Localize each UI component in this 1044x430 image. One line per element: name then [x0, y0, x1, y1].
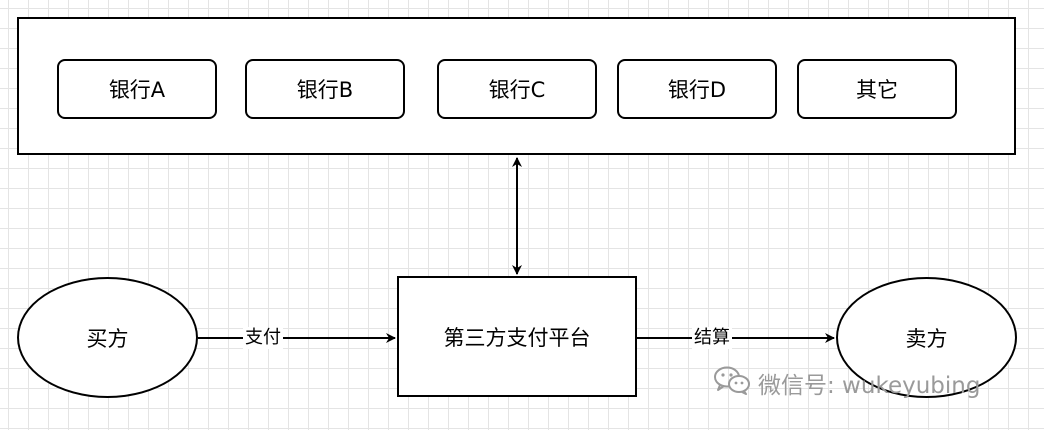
buyer-node: 买方: [17, 277, 198, 398]
buyer-label: 买方: [86, 326, 129, 351]
bank-c-node: 银行C: [437, 59, 597, 119]
bank-other-label: 其它: [856, 78, 898, 102]
watermark-text: 微信号: wukeyubing: [758, 373, 981, 399]
settle-edge-label: 结算: [692, 327, 732, 349]
bank-d-label: 银行D: [667, 78, 727, 102]
wechat-icon: [712, 365, 752, 401]
bank-b-label: 银行B: [296, 78, 354, 102]
bank-other-node: 其它: [797, 59, 957, 119]
seller-label: 卖方: [905, 326, 948, 351]
bank-d-node: 银行D: [617, 59, 777, 119]
payment-platform-label: 第三方支付平台: [443, 325, 591, 350]
pay-edge-label: 支付: [243, 327, 283, 349]
seller-node: 卖方: [836, 277, 1017, 398]
bank-b-node: 银行B: [245, 59, 405, 119]
bank-group-container: 银行A 银行B 银行C 银行D 其它: [17, 17, 1016, 155]
watermark: 微信号: wukeyubing: [712, 365, 980, 401]
bank-c-label: 银行C: [488, 78, 546, 102]
bank-a-node: 银行A: [57, 59, 217, 119]
bank-a-label: 银行A: [108, 78, 166, 102]
payment-platform-node: 第三方支付平台: [397, 276, 637, 397]
